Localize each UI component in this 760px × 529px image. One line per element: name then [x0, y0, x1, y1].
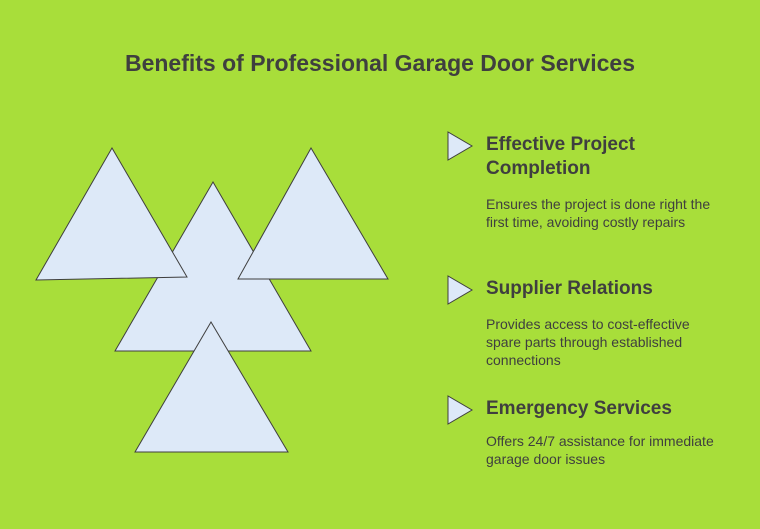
bottom-triangle [134, 321, 289, 453]
item-description-effective-project-completion: Ensures the project is done right the fi… [486, 196, 711, 230]
play-triangle-icon [447, 275, 473, 305]
left-triangle [35, 147, 188, 281]
play-triangle-icon [447, 131, 473, 161]
item-description-emergency-services: Offers 24/7 assistance for immediate gar… [486, 433, 714, 467]
right-triangle [237, 146, 389, 280]
play-triangle-icon [447, 395, 473, 425]
diagram-title: Benefits of Professional Garage Door Ser… [124, 50, 635, 76]
item-heading-effective-project-completion: Effective Project Completion [486, 134, 635, 179]
item-heading-supplier-relations: Supplier Relations [486, 278, 653, 299]
item-description-supplier-relations: Provides access to cost-effective spare … [486, 316, 690, 368]
item-heading-emergency-services: Emergency Services [486, 398, 672, 419]
